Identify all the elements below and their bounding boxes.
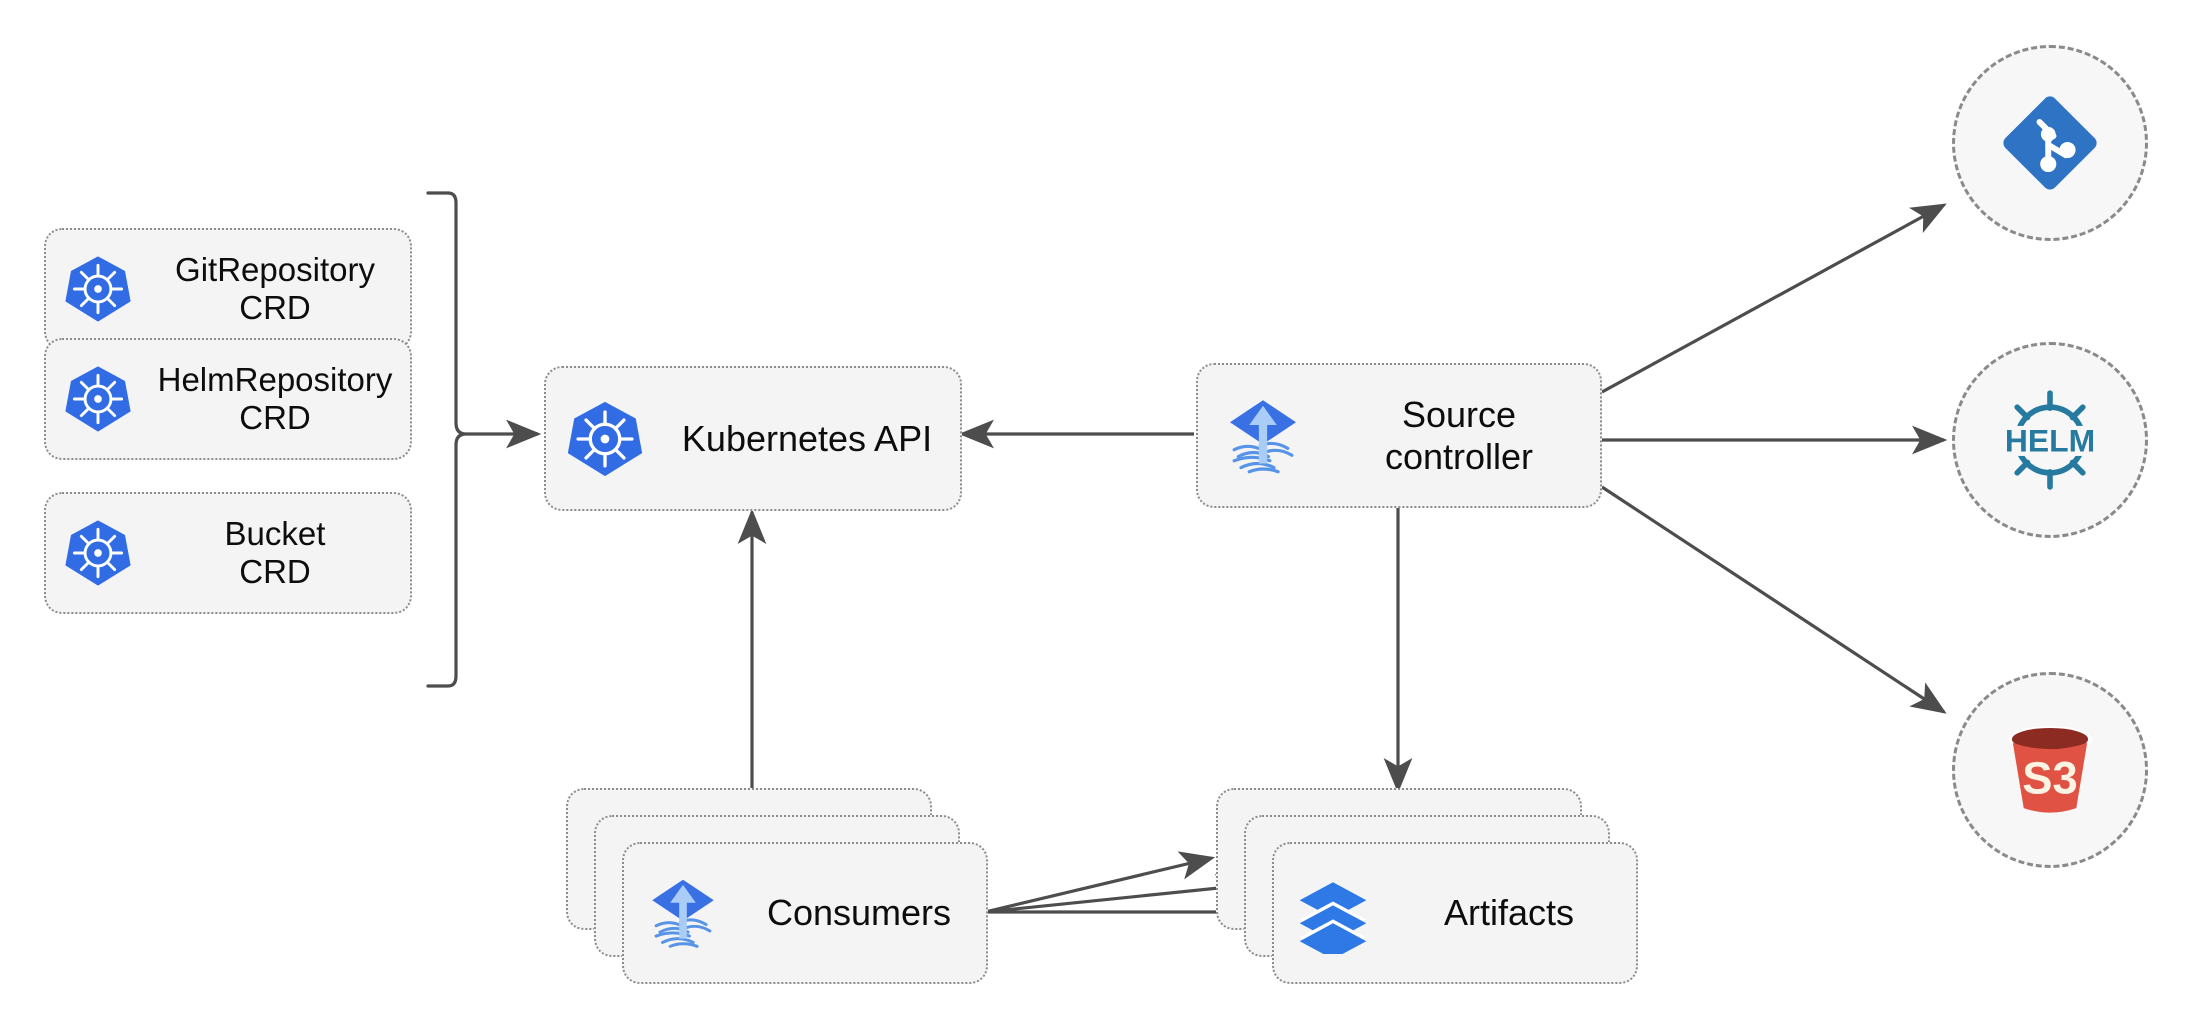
node-consumers[interactable]: Consumers: [622, 842, 988, 984]
git-icon: [1994, 87, 2106, 199]
node-kubernetes-api[interactable]: Kubernetes API: [544, 366, 962, 511]
flux-icon: [624, 872, 742, 954]
kubernetes-icon: [46, 253, 150, 325]
node-label: HelmRepository CRD: [157, 360, 393, 436]
kubernetes-icon: [46, 363, 150, 435]
kubernetes-icon: [46, 517, 150, 589]
helm-label: HELM: [2005, 422, 2095, 458]
s3-icon: S3: [1992, 712, 2108, 828]
node-label: Source controller: [1384, 393, 1534, 477]
node-bucket-crd[interactable]: Bucket CRD: [44, 492, 412, 614]
edge-consumers-to-artifacts-2: [984, 873, 1252, 914]
kubernetes-icon: [546, 398, 664, 480]
edge-source-to-s3: [1601, 485, 1947, 714]
node-git-source[interactable]: [1952, 45, 2148, 241]
edge-consumers-to-artifacts-1: [984, 851, 1216, 914]
node-label: Kubernetes API: [681, 417, 933, 459]
layers-icon: [1274, 872, 1392, 954]
helm-icon: HELM: [1990, 380, 2110, 500]
node-source-controller[interactable]: Source controller: [1196, 363, 1602, 508]
node-label: Artifacts: [1443, 892, 1575, 934]
node-label: GitRepository CRD: [175, 250, 375, 326]
node-gitrepository-crd[interactable]: GitRepository CRD: [44, 228, 412, 350]
node-s3-source[interactable]: S3: [1952, 672, 2148, 868]
flux-icon: [1198, 392, 1328, 480]
node-label: Bucket CRD: [224, 514, 326, 590]
node-artifacts[interactable]: Artifacts: [1272, 842, 1638, 984]
node-helm-source[interactable]: HELM: [1952, 342, 2148, 538]
edge-source-to-git: [1601, 203, 1947, 394]
node-label: Consumers: [766, 892, 952, 934]
s3-label: S3: [2022, 753, 2077, 804]
crd-group-bracket: [426, 191, 467, 688]
node-helmrepository-crd[interactable]: HelmRepository CRD: [44, 338, 412, 460]
